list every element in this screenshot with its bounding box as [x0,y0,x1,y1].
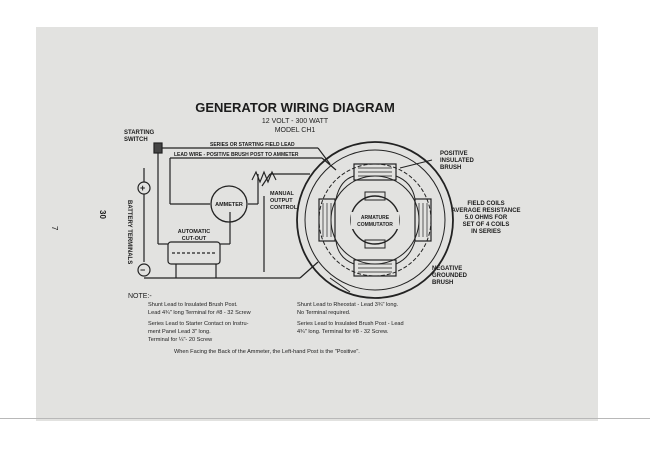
note-right-1: Shunt Lead to Rheostat - Lead 3¾" long. [297,302,399,308]
positive-brush-label: POSITIVE [440,151,468,157]
diagram-model: MODEL CH1 [275,127,316,134]
note-right-4: 4¾" long. Terminal for #8 - 32 Screw. [297,329,389,335]
ammeter-symbol [210,185,248,223]
manual-control-resistor [251,170,277,184]
note-left-4: ment Panel Lead 3" long. [148,329,211,335]
note-left-5: Terminal for ¼"- 20 Screw [148,337,213,343]
cutout-symbol [167,241,221,265]
scan-edge-line [0,418,650,419]
cutout-label-2: CUT-OUT [182,236,207,242]
note-left-1: Shunt Lead to Insulated Brush Post. [148,302,238,308]
wiring-lines [143,147,337,279]
ammeter-label: AMMETER [215,202,243,208]
battery-minus: − [140,265,145,275]
manual-control-label-2: OUTPUT [270,198,293,204]
manual-control-label-3: CONTROL [270,205,298,211]
battery-plus: + [140,183,145,193]
note-right-3: Series Lead to Insulated Brush Post - Le… [297,321,404,327]
notes-footer: When Facing the Back of the Ammeter, the… [174,349,360,355]
diagram-subtitle: 12 VOLT - 300 WATT [262,118,329,125]
positive-brush-label-3: BRUSH [440,165,461,171]
armature-label-bg [351,212,399,229]
field-coils-label-4: SET OF 4 COILS [463,222,510,228]
field-coils-label-2: AVERAGE RESISTANCE [451,208,520,214]
cutout-label: AUTOMATIC [178,229,211,235]
battery-terminals-label: BATTERY TERMINALS [126,200,132,264]
starting-switch-label: STARTING [124,130,155,136]
battery-terminals [137,181,151,277]
page-number: 30 [98,210,107,219]
armature-label-2: COMMUTATOR [357,222,393,228]
field-coils-label-5: IN SERIES [471,229,501,235]
margin-mark: 7 [50,226,59,231]
scanned-page [36,27,598,421]
positive-brush-label-2: INSULATED [440,158,475,164]
diagram-title: GENERATOR WIRING DIAGRAM [195,100,395,115]
negative-brush-label-2: GROUNDED [432,273,468,279]
starting-switch-label-2: SWITCH [124,137,148,143]
note-left-3: Series Lead to Starter Contact on Instru… [148,321,249,327]
notes-heading: NOTE:- [128,293,152,300]
armature-label: ARMATURE [361,215,390,221]
series-lead-label: SERIES OR STARTING FIELD LEAD [210,142,295,148]
note-left-2: Lead 4¾" long Terminal for #8 - 32 Screw [148,310,252,316]
field-coils-label-3: 5.0 OHMS FOR [465,215,508,221]
starting-switch-symbol [153,142,163,160]
note-right-2: No Terminal required. [297,310,351,316]
field-coils-label: FIELD COILS [467,201,504,207]
generator-body [296,141,454,299]
lead-wire-label: LEAD WIRE - POSITIVE BRUSH POST TO AMMET… [174,152,299,158]
negative-brush-label-3: BRUSH [432,280,453,286]
manual-control-label: MANUAL [270,191,294,197]
negative-brush-label: NEGATIVE [432,266,462,272]
